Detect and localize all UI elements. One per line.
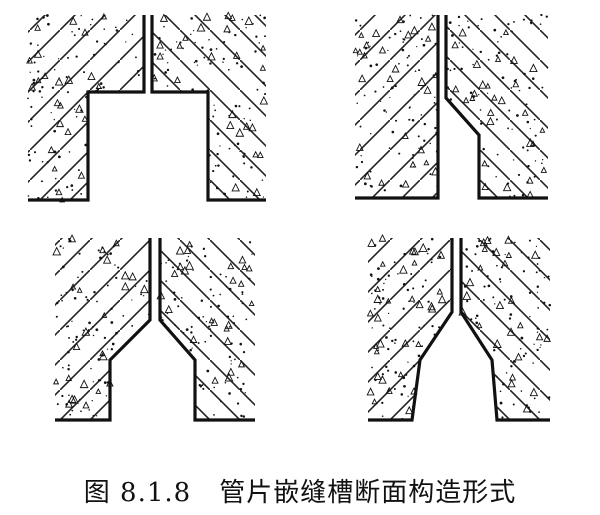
segment-left-rect: [26, 12, 144, 203]
segment-left-incl: [366, 233, 453, 421]
figure-title: 管片嵌缝槽断面构造形式: [219, 477, 517, 508]
groove-outline-right-step: [444, 15, 548, 200]
groove-outline-left-incl: [368, 238, 454, 422]
segment-right-dove: [156, 238, 255, 422]
segment-left-dove: [52, 234, 150, 421]
figure-caption: 图 8.1.8 管片嵌缝槽断面构造形式: [0, 470, 600, 510]
groove-outline-left-step: [355, 15, 440, 200]
segment-right-incl: [458, 235, 552, 420]
groove-outline-right-incl: [459, 238, 550, 422]
groove-outline-left-rect: [28, 15, 146, 202]
segment-left-step: [352, 14, 440, 198]
figure-number: 图 8.1.8: [83, 477, 192, 508]
groove-outline-right-dove: [158, 238, 255, 422]
segment-right-step: [445, 13, 549, 200]
groove-section-figure: [26, 11, 552, 422]
groove-outline-right-rect: [150, 15, 266, 202]
groove-outline-left-dove: [55, 238, 152, 422]
